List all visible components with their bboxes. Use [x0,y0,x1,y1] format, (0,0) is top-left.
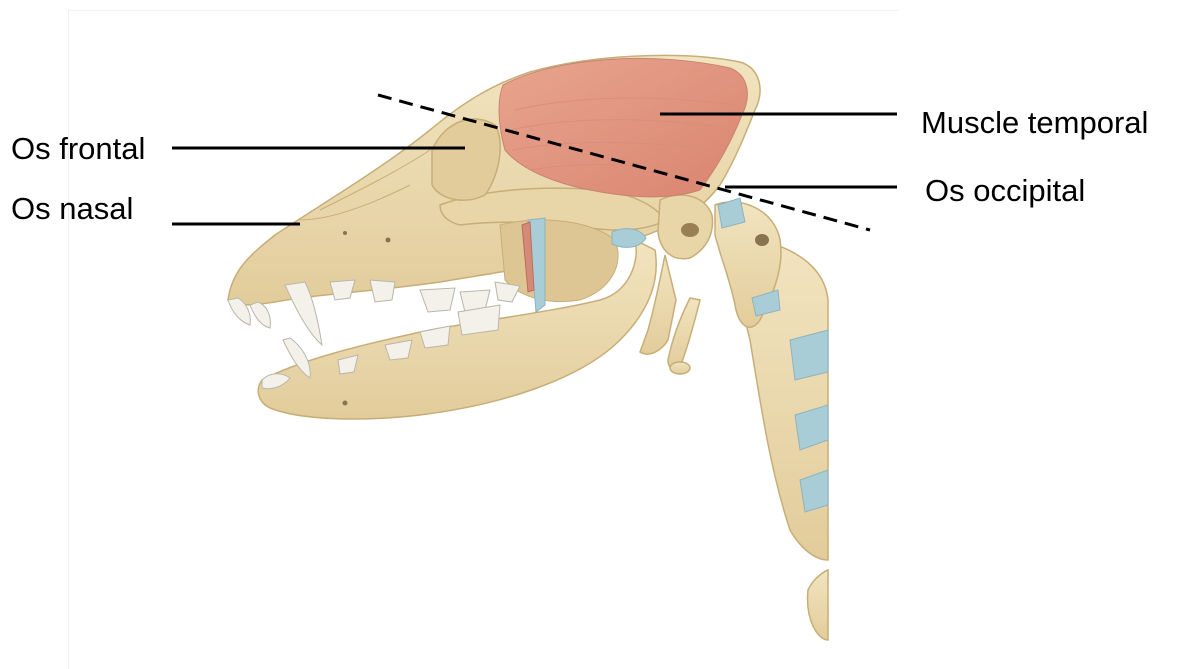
label-os-nasal: Os nasal [11,193,133,224]
atlas-axis [715,198,781,327]
label-muscle-temporal: Muscle temporal [921,107,1148,138]
label-os-frontal: Os frontal [11,133,145,164]
label-os-occipital: Os occipital [925,175,1085,206]
